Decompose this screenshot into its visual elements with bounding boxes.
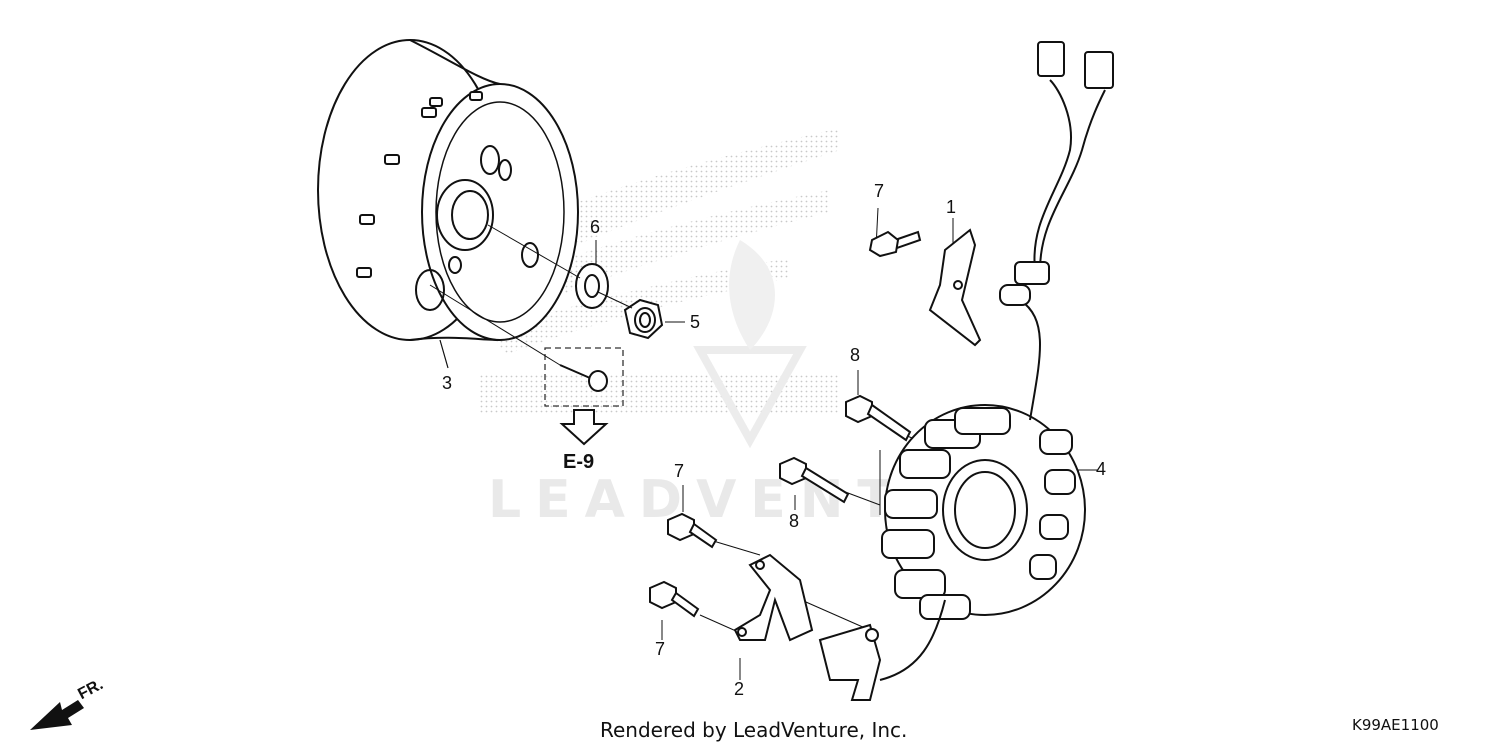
stator-coil	[881, 404, 1086, 620]
callout-7-top: 7	[874, 181, 885, 201]
pulse-generator	[818, 623, 882, 701]
callout-8-upper: 8	[850, 345, 861, 365]
flange-nut	[623, 298, 664, 340]
bolt-7-top	[868, 230, 922, 258]
callout-2: 2	[734, 679, 745, 699]
leader-lines	[429, 207, 1098, 680]
callout-6: 6	[590, 217, 601, 237]
washer	[575, 263, 609, 309]
callout-3: 3	[442, 373, 453, 393]
flywheel-rotor	[317, 39, 579, 369]
callout-5: 5	[690, 312, 701, 332]
callout-7-middle: 7	[674, 461, 685, 481]
pulse-generator-bracket	[733, 553, 814, 642]
callout-4: 4	[1096, 459, 1107, 479]
callout-1: 1	[946, 197, 957, 217]
reference-arrow-icon	[559, 409, 609, 446]
reference-label: E-9	[563, 451, 595, 473]
bolt-8-upper	[845, 394, 912, 442]
render-credit: Rendered by LeadVenture, Inc.	[600, 718, 908, 742]
bolt-7-lower	[649, 580, 700, 618]
bolt-8-lower	[779, 456, 850, 504]
callout-8-lower: 8	[789, 511, 800, 531]
wire-clamp-bracket	[928, 228, 982, 347]
callout-7-lower: 7	[655, 639, 666, 659]
bolt-7-middle	[667, 512, 718, 549]
bolt-reference	[559, 364, 608, 392]
reference-box	[544, 347, 624, 407]
front-direction-arrow-icon	[30, 700, 84, 730]
wire-harness	[879, 41, 1114, 681]
diagram-code: K99AE1100	[1352, 716, 1439, 734]
